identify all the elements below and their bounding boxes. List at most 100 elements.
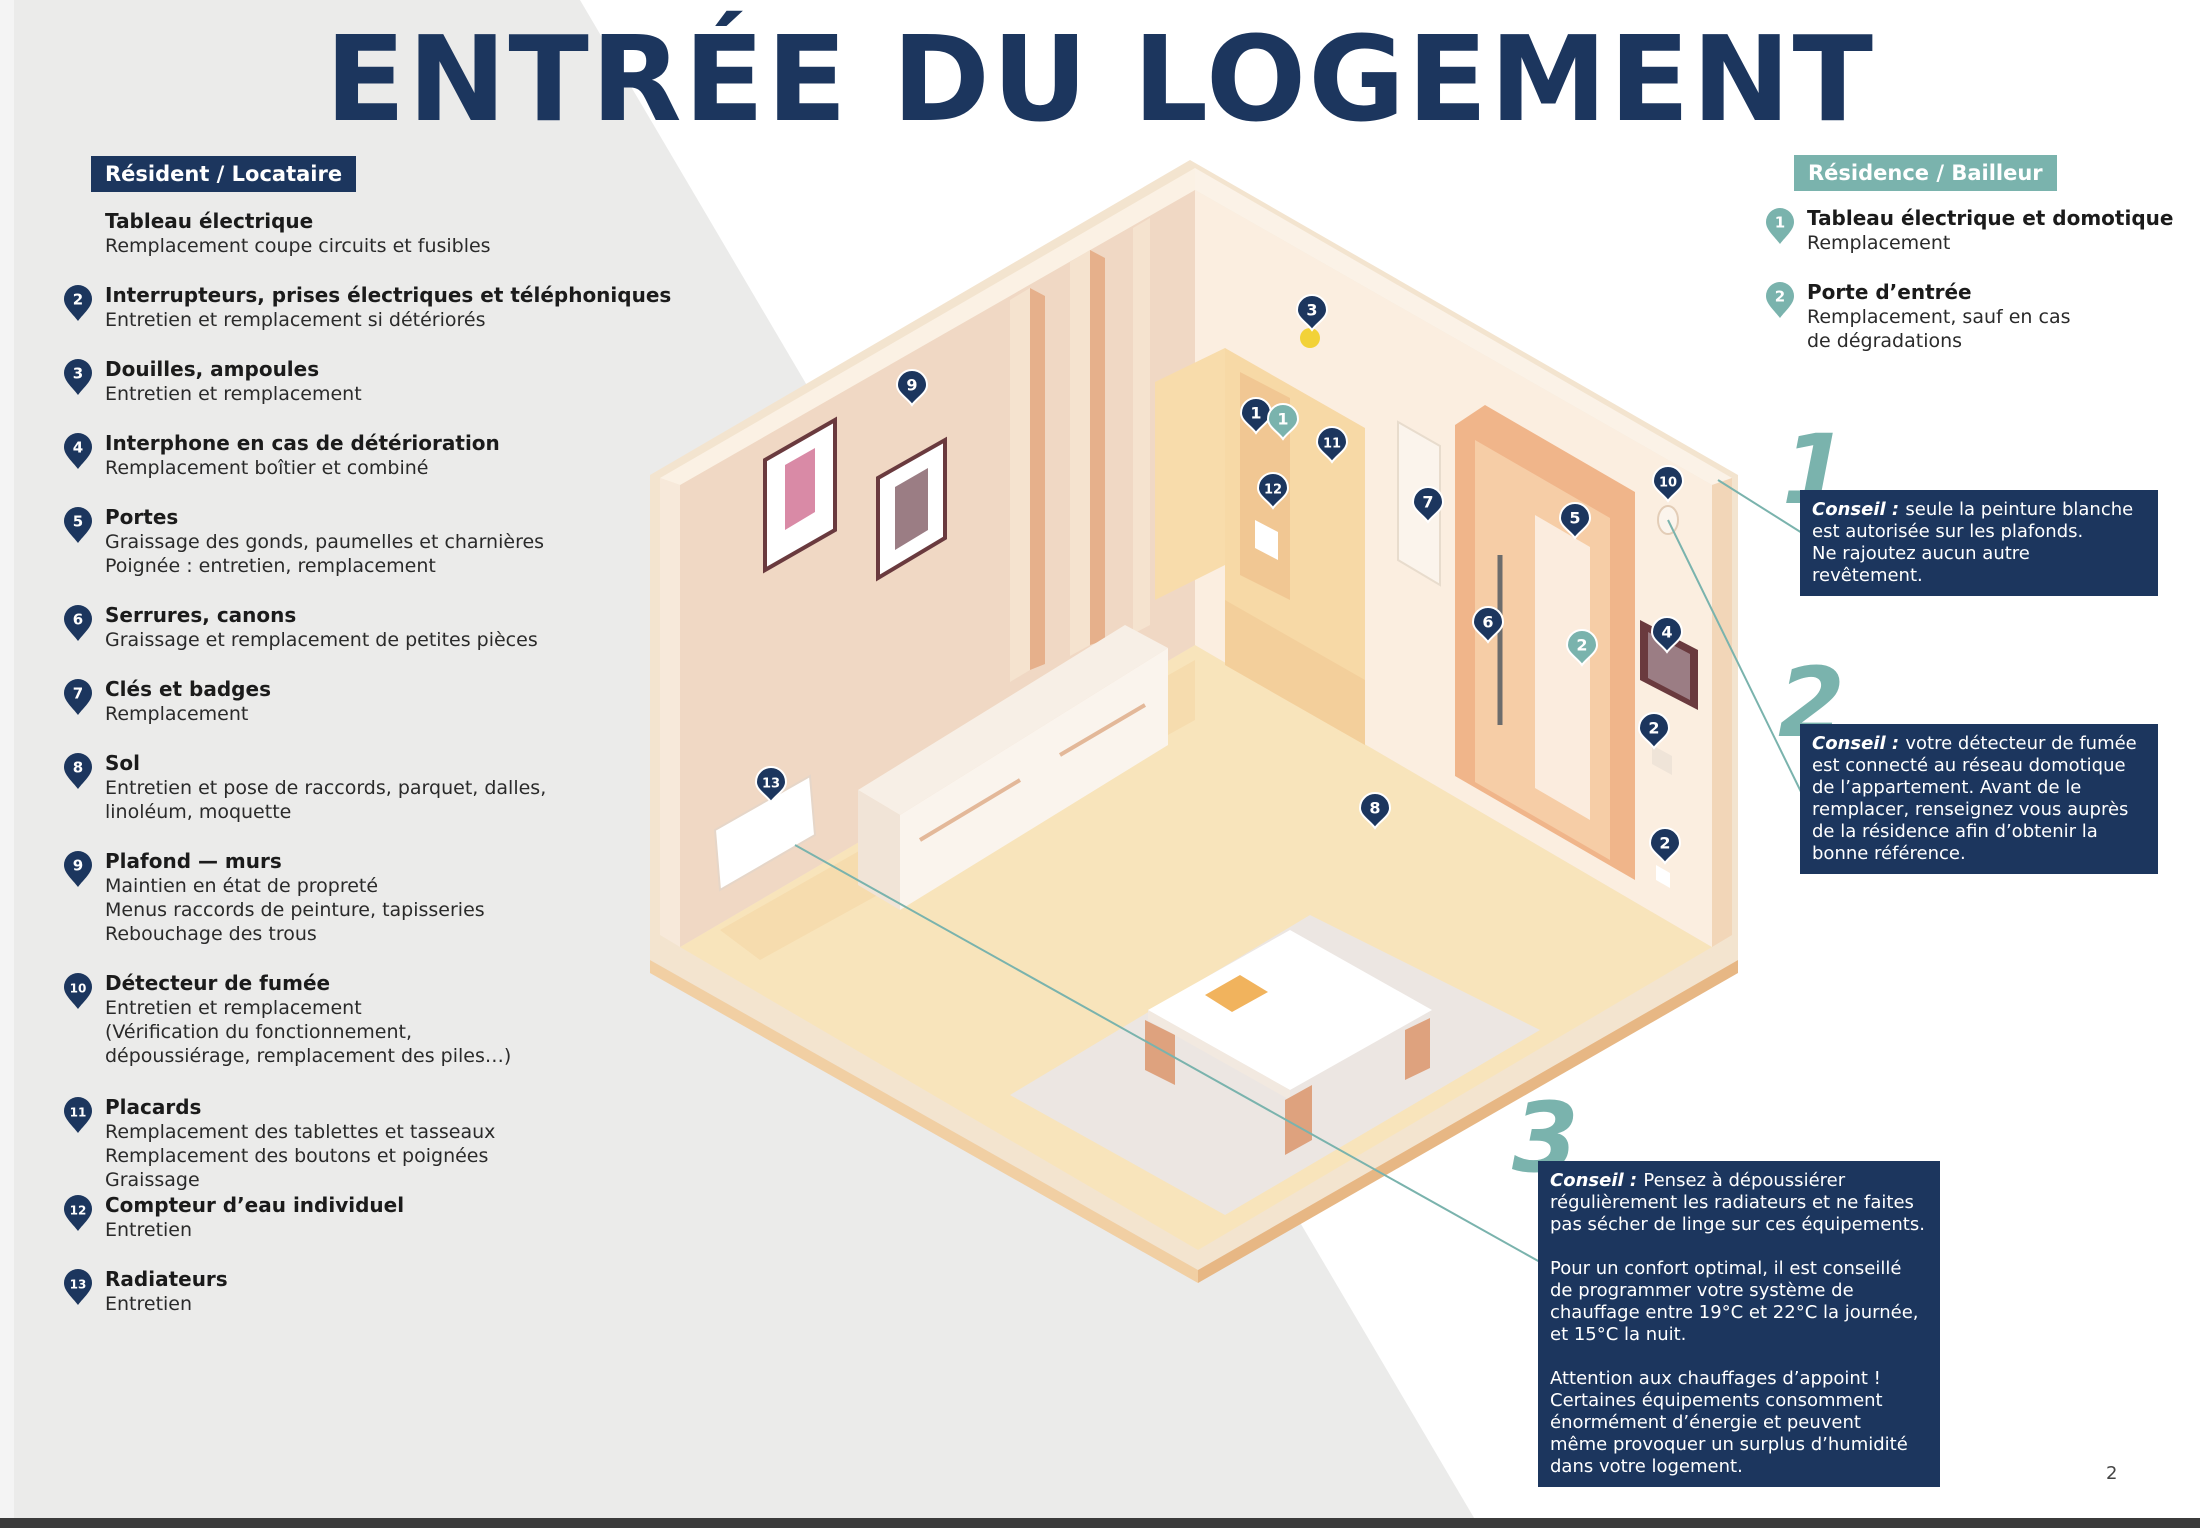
map-pin-icon: 11 xyxy=(62,1095,94,1135)
residence-header: Résidence / Bailleur xyxy=(1794,155,2057,191)
scene-marker-4: 4 xyxy=(1650,616,1684,654)
resident-item-line: Entretien et remplacement si détériorés xyxy=(105,309,486,331)
resident-item-title: Radiateurs xyxy=(105,1267,228,1291)
resident-item-title: Sol xyxy=(105,751,140,775)
resident-item-title: Tableau électrique xyxy=(105,209,314,233)
resident-item-line: Menus raccords de peinture, tapisseries xyxy=(105,899,485,921)
resident-item-description: Entretien et remplacement xyxy=(105,382,362,406)
resident-header: Résident / Locataire xyxy=(91,156,357,192)
scene-marker-label: 4 xyxy=(1661,623,1672,642)
conseil-paragraph: Attention aux chauffages d’appoint !Cert… xyxy=(1550,1368,1908,1477)
scene-marker-2: 2 xyxy=(1637,712,1671,750)
resident-item-line: Graissage et remplacement de petites piè… xyxy=(105,629,538,651)
resident-item-line: Entretien xyxy=(105,1293,193,1315)
resident-item-title: Portes xyxy=(105,505,179,529)
resident-item-title: Douilles, ampoules xyxy=(105,357,320,381)
resident-item-title: Interrupteurs, prises électriques et tél… xyxy=(105,283,672,307)
residence-item-line: de dégradations xyxy=(1807,330,1963,352)
resident-item-title: Serrures, canons xyxy=(105,603,297,627)
scene-marker-12: 12 xyxy=(1256,472,1290,510)
scene-marker-label: 2 xyxy=(1659,834,1670,853)
resident-item-line: Rebouchage des trous xyxy=(105,923,317,945)
residence-item-line: Remplacement, sauf en cas xyxy=(1807,306,2071,328)
svg-text:2: 2 xyxy=(73,291,83,309)
resident-item-title: Détecteur de fumée xyxy=(105,971,331,995)
residence-item-title: Tableau électrique et domotique xyxy=(1807,206,2174,230)
map-pin-icon: 3 xyxy=(62,357,94,397)
map-pin-icon: 6 xyxy=(62,603,94,643)
map-pin-icon: 2 xyxy=(1764,280,1796,320)
map-pin-icon: 13 xyxy=(62,1267,94,1307)
scene-marker-label: 7 xyxy=(1422,493,1433,512)
scene-marker-label: 9 xyxy=(906,376,917,395)
scene-marker-7: 7 xyxy=(1411,486,1445,524)
conseil-label: Conseil : xyxy=(1550,1170,1644,1191)
map-pin-icon: 7 xyxy=(62,677,94,717)
resident-item-line: Entretien et remplacement xyxy=(105,383,362,405)
scene-marker-2-teal: 2 xyxy=(1565,629,1599,667)
svg-text:4: 4 xyxy=(73,439,83,457)
svg-text:13: 13 xyxy=(70,1278,87,1292)
resident-item-line: Remplacement boîtier et combiné xyxy=(105,457,429,479)
resident-item-line: Maintien en état de propreté xyxy=(105,875,379,897)
page-title: ENTRÉE DU LOGEMENT xyxy=(325,10,1875,148)
scene-marker-label: 6 xyxy=(1482,613,1493,632)
scene-marker-label: 1 xyxy=(1277,410,1288,429)
svg-text:1: 1 xyxy=(1775,214,1785,232)
resident-item-line: Entretien et pose de raccords, parquet, … xyxy=(105,777,547,799)
scene-marker-2: 2 xyxy=(1648,827,1682,865)
resident-item-description: Entretien et remplacement si détériorés xyxy=(105,308,486,332)
svg-text:2: 2 xyxy=(1775,288,1785,306)
scene-marker-label: 11 xyxy=(1323,437,1341,452)
svg-text:6: 6 xyxy=(73,611,83,629)
scene-marker-label: 5 xyxy=(1569,509,1580,528)
svg-text:7: 7 xyxy=(73,685,83,703)
resident-item-description: Entretien xyxy=(105,1292,192,1316)
resident-item-line: Remplacement xyxy=(105,703,249,725)
scene-marker-label: 3 xyxy=(1306,301,1317,320)
resident-item-line: Entretien et remplacement xyxy=(105,997,362,1019)
resident-item-title: Plafond — murs xyxy=(105,849,282,873)
svg-text:12: 12 xyxy=(70,1204,87,1218)
scene-marker-label: 2 xyxy=(1648,719,1659,738)
scene-marker-10: 10 xyxy=(1651,465,1685,503)
scene-marker-6: 6 xyxy=(1471,606,1505,644)
scene-marker-label: 8 xyxy=(1369,799,1380,818)
scene-marker-1-teal: 1 xyxy=(1266,403,1300,441)
resident-item-line: Graissage des gonds, paumelles et charni… xyxy=(105,531,545,553)
scene-marker-11: 11 xyxy=(1315,426,1349,464)
map-pin-icon: 4 xyxy=(62,431,94,471)
scene-marker-13: 13 xyxy=(754,766,788,804)
resident-item-title: Placards xyxy=(105,1095,202,1119)
resident-item-title: Interphone en cas de détérioration xyxy=(105,431,500,455)
page-number: 2 xyxy=(2106,1463,2118,1484)
map-pin-icon: 5 xyxy=(62,505,94,545)
conseil-label: Conseil : xyxy=(1812,499,1906,520)
map-pin-icon: 2 xyxy=(62,283,94,323)
resident-item-line: Poignée : entretien, remplacement xyxy=(105,555,436,577)
resident-item-line: Remplacement des tablettes et tasseaux xyxy=(105,1121,496,1143)
resident-item-description: Remplacement coupe circuits et fusibles xyxy=(105,234,491,258)
residence-item-line: Remplacement xyxy=(1807,232,1951,254)
resident-item-title: Clés et badges xyxy=(105,677,271,701)
map-pin-icon: 10 xyxy=(62,971,94,1011)
map-pin-icon: 12 xyxy=(62,1193,94,1233)
svg-text:8: 8 xyxy=(73,759,83,777)
svg-text:5: 5 xyxy=(73,513,83,531)
resident-item-line: Remplacement coupe circuits et fusibles xyxy=(105,235,491,257)
svg-text:9: 9 xyxy=(73,857,83,875)
scene-marker-label: 10 xyxy=(1659,476,1677,491)
resident-item-title: Compteur d’eau individuel xyxy=(105,1193,405,1217)
resident-item-line: Entretien xyxy=(105,1219,193,1241)
svg-text:10: 10 xyxy=(70,982,87,996)
bottom-bar xyxy=(0,1518,2200,1528)
conseil-label: Conseil : xyxy=(1812,733,1906,754)
